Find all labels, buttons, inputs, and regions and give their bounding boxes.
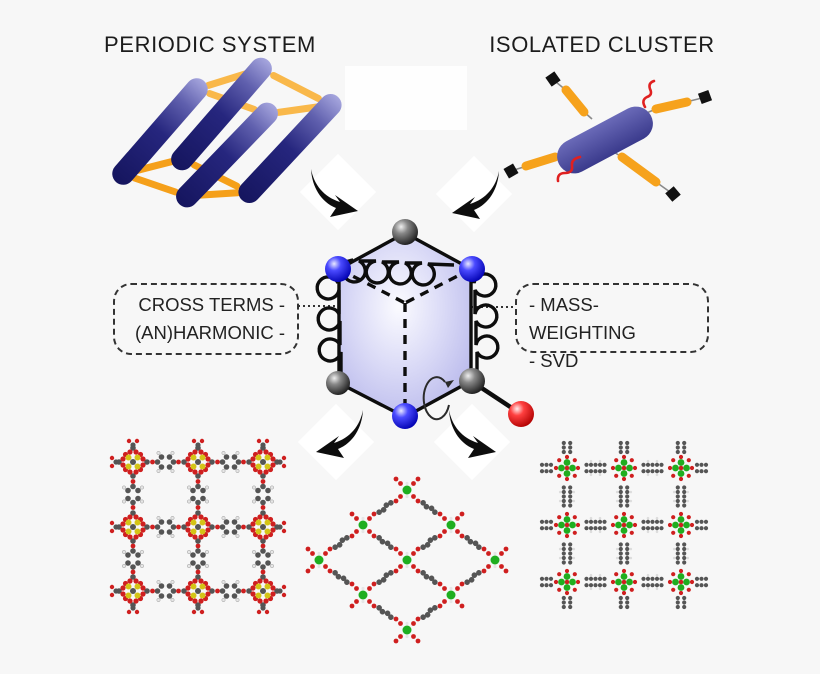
squiggle [556, 155, 582, 183]
spring-right [471, 272, 500, 372]
upper-right-blue-atom [459, 256, 485, 282]
central-model [315, 219, 534, 429]
spring-left [315, 273, 343, 372]
end-cap [665, 186, 681, 202]
mof-structure-right [539, 440, 709, 610]
white-diamond [297, 403, 375, 481]
bottom-blue-atom [392, 403, 418, 429]
torsion-arrowhead [445, 380, 454, 388]
lattice-rods [112, 57, 342, 208]
torsion-arrow-icon [422, 376, 450, 421]
end-cap [503, 163, 519, 179]
mass-weighting-line: - MASS-WEIGHTING [529, 294, 636, 343]
periodic-system-title: PERIODIC SYSTEM [104, 32, 316, 57]
white-diamond [299, 153, 377, 231]
cluster-end-caps [503, 71, 713, 202]
cluster-orange-struts [521, 85, 692, 187]
mof-structure-middle [305, 476, 509, 644]
rod [112, 78, 208, 185]
anharmonic-line: (AN)HARMONIC - [134, 322, 285, 343]
rod [176, 102, 278, 208]
squiggle [642, 79, 656, 109]
periodic-lattice-illustration [112, 57, 342, 208]
end-cap [545, 71, 561, 87]
isolated-cluster-illustration [503, 71, 713, 202]
spring-top [341, 258, 455, 287]
mass-weighting-callout: - MASS-WEIGHTING - SVD [515, 283, 709, 371]
upper-left-blue-atom [325, 256, 351, 282]
mof-right-nodes [553, 454, 695, 596]
top-gray-atom [392, 219, 418, 245]
model-springs [315, 258, 500, 372]
rod [238, 93, 342, 204]
cross-terms-callout: CROSS TERMS - (AN)HARMONIC - [113, 283, 299, 355]
cross-terms-line: CROSS TERMS - [138, 294, 285, 315]
lower-right-gray-atom [459, 368, 485, 394]
mof-middle-nodes [305, 476, 509, 644]
end-cap [697, 89, 713, 105]
white-diamond [435, 155, 513, 233]
satellite-red-atom [508, 401, 534, 427]
mof-structure-left [109, 438, 287, 615]
svd-line: - SVD [529, 350, 579, 371]
rod [171, 57, 272, 171]
white-patch [345, 66, 467, 130]
model-hidden-edges [338, 267, 472, 417]
mof-left-nodes [116, 445, 280, 608]
isolated-cluster-title: ISOLATED CLUSTER [489, 32, 715, 57]
lower-left-gray-atom [326, 371, 350, 395]
cluster-red-squiggles [556, 79, 656, 183]
